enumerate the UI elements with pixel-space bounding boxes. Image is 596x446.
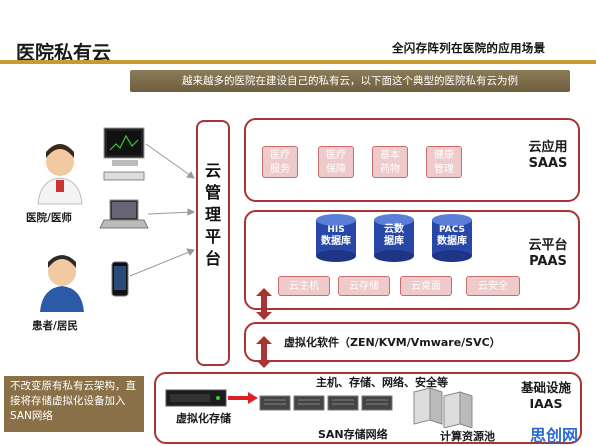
header-divider: [0, 60, 596, 64]
doctor-label: 医院/医师: [26, 210, 72, 225]
cloud-management-text: 云管理平台: [204, 160, 222, 270]
saas-box-line: 保障: [319, 163, 353, 177]
arrow-right-icon: [228, 392, 258, 404]
storage-appliance-icon: [166, 390, 226, 406]
site-watermark: 思创网: [530, 422, 578, 446]
db-label-top: HIS: [316, 224, 356, 236]
page-subtitle: 全闪存阵列在医院的应用场景: [392, 40, 545, 56]
saas-label-cn: 云应用: [518, 140, 578, 156]
saas-box-line: 医疗: [319, 149, 353, 163]
paas-label-en: PAAS: [518, 254, 578, 270]
desktop-icon: [104, 128, 144, 180]
iaas-label-cn: 基础设施: [514, 380, 578, 396]
his-database: HIS 数据库: [316, 224, 356, 248]
db-label-top: 云数: [374, 224, 414, 236]
double-arrow-icon: [256, 336, 272, 368]
san-array-icon: [260, 396, 392, 410]
intro-banner: 越来越多的医院在建设自己的私有云，以下面这个典型的医院私有云为例: [130, 70, 570, 92]
saas-box-line: 管理: [427, 163, 461, 177]
layer-arrows: [254, 288, 274, 384]
saas-box-basic-drugs: 基本 药物: [372, 146, 408, 178]
laptop-icon: [100, 200, 148, 228]
db-label-top: PACS: [432, 224, 472, 236]
pacs-database: PACS 数据库: [432, 224, 472, 248]
compute-pool-label: 计算资源池: [440, 428, 495, 444]
patient-icon: [40, 255, 84, 312]
paas-label: 云平台 PAAS: [518, 238, 578, 270]
patient-label: 患者/居民: [32, 318, 78, 333]
iaas-label-en: IAAS: [514, 396, 578, 412]
paas-service-cloud-security: 云安全: [466, 276, 520, 296]
saas-label: 云应用 SAAS: [518, 140, 578, 172]
paas-service-cloud-storage: 云存储: [338, 276, 390, 296]
iaas-label: 基础设施 IAAS: [514, 380, 578, 412]
server-icon: [414, 388, 472, 428]
saas-box-line: 药物: [373, 163, 407, 177]
doctor-icon: [38, 144, 82, 204]
saas-box-line: 基本: [373, 149, 407, 163]
saas-box-line: 医疗: [263, 149, 297, 163]
san-network-label: SAN存储网络: [318, 426, 388, 442]
cloud-management-label: 云管理平台: [196, 160, 230, 270]
paas-service-cloud-desktop: 云桌面: [400, 276, 452, 296]
architecture-note: 不改变原有私有云架构，直接将存储虚拟化设备加入SAN网络: [4, 376, 144, 432]
double-arrow-icon: [256, 288, 272, 320]
paas-label-cn: 云平台: [518, 238, 578, 254]
cloud-database: 云数 据库: [374, 224, 414, 248]
db-label-bottom: 据库: [374, 236, 414, 248]
saas-box-line: 服务: [263, 163, 297, 177]
virtualized-storage-label: 虚拟化存储: [176, 410, 231, 426]
virtualization-label: 虚拟化软件（ZEN/KVM/Vmware/SVC）: [284, 334, 501, 350]
saas-box-health-management: 健康 管理: [426, 146, 462, 178]
saas-label-en: SAAS: [518, 156, 578, 172]
saas-box-line: 健康: [427, 149, 461, 163]
paas-service-cloud-host: 云主机: [278, 276, 330, 296]
saas-box-medical-service: 医疗 服务: [262, 146, 298, 178]
db-label-bottom: 数据库: [432, 236, 472, 248]
phone-icon: [112, 262, 128, 296]
saas-box-medical-insurance: 医疗 保障: [318, 146, 354, 178]
db-label-bottom: 数据库: [316, 236, 356, 248]
